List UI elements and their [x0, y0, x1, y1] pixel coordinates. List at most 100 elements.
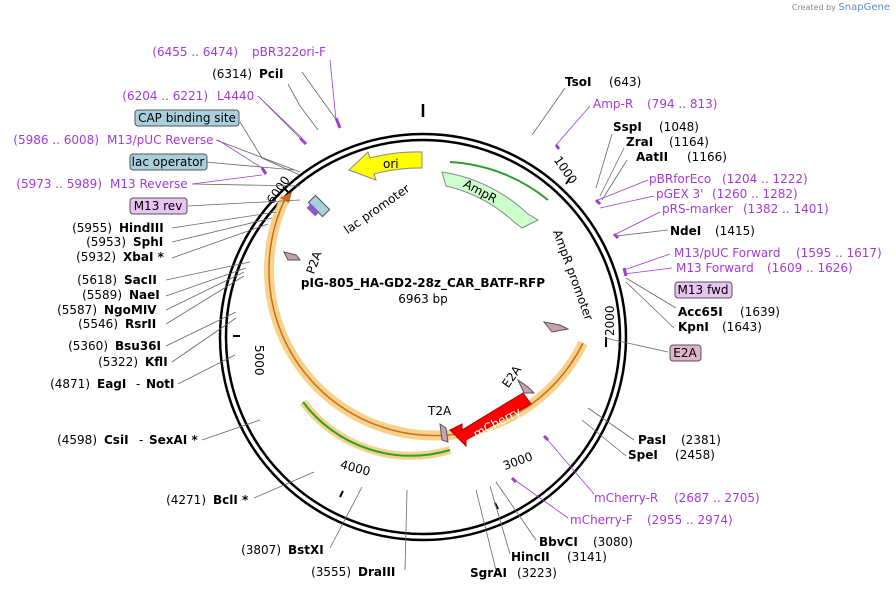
leader-lines-right [475, 87, 677, 571]
e2a-box [669, 344, 702, 362]
site-pos-kpni: (1643) [722, 320, 762, 334]
ampr-label: AmpR [461, 177, 499, 206]
ampr-line [449, 161, 549, 201]
site-name-pasi: PasI [638, 433, 666, 447]
site-name-sspi: SspI [613, 120, 642, 134]
primer-name-m13-reverse: M13 Reverse [110, 177, 188, 191]
tick-4000 [339, 490, 344, 498]
site-name-acc65i: Acc65I [678, 305, 723, 319]
site-name-sacii: SacII [124, 273, 157, 287]
primer-pos-m13puc-forward: (1595 .. 1617) [796, 246, 882, 260]
site-pos-kfli: (5322) [98, 355, 138, 369]
site-pos-rsrii: (5546) [78, 317, 118, 331]
site-name-xbai: XbaI * [123, 250, 165, 264]
left-labels: (6455 .. 6474) pBR322ori-F (6314) PciI (… [13, 45, 395, 579]
site-pos-spei: (2458) [675, 448, 715, 462]
site-name-pcii: PciI [259, 67, 284, 81]
tick-label-4000: 4000 [339, 457, 372, 478]
site-name-ndei: NdeI [670, 224, 701, 238]
site-pos-sacii: (5618) [77, 273, 117, 287]
site-name-hindiii: HindIII [119, 221, 164, 235]
lac-operator-box [129, 153, 208, 171]
site-pos-bsu36i: (5360) [68, 339, 108, 353]
primer-pos-pbr322ori-f: (6455 .. 6474) [152, 45, 238, 59]
m13-fwd-box [674, 281, 733, 299]
cds-halo-arc [264, 194, 588, 441]
backbone-outer-ring [218, 132, 628, 542]
site-pos-acc65i: (1639) [740, 305, 780, 319]
primer-name-prs-marker: pRS-marker [662, 202, 733, 216]
site-name-kpni: KpnI [678, 320, 709, 334]
t2a-arrow [439, 422, 449, 443]
primer-pos-amp-r: (794 .. 813) [647, 97, 717, 111]
site-pos-hincii: (3141) [567, 550, 607, 564]
ampr-promoter-arrow [542, 321, 570, 333]
m13-rev-label: M13 rev [134, 199, 183, 213]
cap-binding-site-label: CAP binding site [138, 111, 236, 125]
site-name-sgrai: SgrAI [470, 566, 507, 580]
t2a-label: T2A [427, 404, 452, 418]
site-name-rsrii: RsrII [125, 317, 156, 331]
site-name-noti: NotI [146, 377, 175, 391]
cap-binding-site-box [134, 109, 240, 127]
ampr-feature-arrow [441, 171, 540, 229]
primer-name-pbrforeco: pBRforEco [649, 172, 711, 186]
snapgene-watermark: Created by SnapGene [792, 2, 890, 13]
site-name-bstxi: BstXI [288, 543, 324, 557]
site-name-sexai: SexAI * [149, 433, 198, 447]
primer-leader-lines-right [511, 105, 673, 519]
m13-rev-marker [306, 203, 320, 217]
primer-pos-pbrforeco: (1204 .. 1222) [722, 172, 808, 186]
site-name-eagi: EagI [97, 377, 126, 391]
m13-fwd-label: M13 fwd [678, 283, 729, 297]
primer-pos-prs-marker: (1382 .. 1401) [743, 202, 829, 216]
site-pos-draiii: (3555) [311, 565, 351, 579]
position-ticks [233, 104, 607, 510]
e2a-box-label: E2A [673, 346, 697, 360]
m13-rev-box [129, 197, 188, 215]
mcherry-feature-arrow [449, 392, 532, 448]
site-name-kfli: KflI [145, 355, 168, 369]
site-name-hincii: HincII [511, 550, 550, 564]
site-name-naei: NaeI [129, 288, 160, 302]
lac-operator-label: lac operator [132, 155, 205, 169]
primer-name-amp-r: Amp-R [593, 97, 633, 111]
primer-pos-m13puc-reverse: (5986 .. 6008) [13, 133, 99, 147]
site-name-ngomiv: NgoMIV [104, 303, 157, 317]
site-name-tsoi: TsoI [565, 75, 591, 89]
plasmid-title: pIG-805_HA-GD2-28z_CAR_BATF-RFP [301, 276, 545, 291]
site-name-sphi: SphI [133, 235, 163, 249]
site-pos-csii: (4598) [57, 433, 97, 447]
tick-label-2000: 2000 [603, 305, 617, 336]
primer-name-m13-forward: M13 Forward [676, 261, 754, 275]
cds-arc [268, 196, 584, 437]
primer-pos-m13-reverse: (5973 .. 5989) [16, 177, 102, 191]
watermark-brand: SnapGene [838, 2, 890, 13]
site-pos-sgrai: (3223) [517, 566, 557, 580]
primer-pos-mcherry-f: (2955 .. 2974) [647, 513, 733, 527]
site-pos-xbai: (5932) [76, 250, 116, 264]
site-name-aatii: AatII [636, 150, 668, 164]
site-pos-bcli: (4271) [166, 493, 206, 507]
site-pos-bstxi: (3807) [241, 543, 281, 557]
tick-6000 [282, 186, 289, 193]
primer-pos-mcherry-r: (2687 .. 2705) [674, 491, 760, 505]
site-pos-pcii: (6314) [212, 67, 252, 81]
primer-name-mcherry-f: mCherry-F [570, 513, 633, 527]
primer-leader-lines-left [191, 59, 337, 185]
site-name-spei: SpeI [628, 448, 658, 462]
tick-1000 [565, 177, 571, 185]
ori-label: ori [383, 157, 399, 171]
tick-label-3000: 3000 [501, 449, 534, 473]
site-name-draiii: DraIII [358, 565, 395, 579]
primer-pos-pgex3: (1260 .. 1282) [712, 187, 798, 201]
primer-name-m13puc-forward: M13/pUC Forward [674, 246, 781, 260]
lac-promoter-label: lac promoter [341, 181, 412, 237]
site-name-bsu36i: Bsu36I [115, 339, 161, 353]
site-name-zrai: ZraI [626, 135, 653, 149]
site-name-bcli: BclI * [213, 493, 249, 507]
watermark-prefix: Created by [791, 3, 836, 12]
p2a-label: P2A [304, 249, 325, 276]
plasmid-size: 6963 bp [398, 292, 448, 306]
site-pos-sphi: (5953) [86, 235, 126, 249]
